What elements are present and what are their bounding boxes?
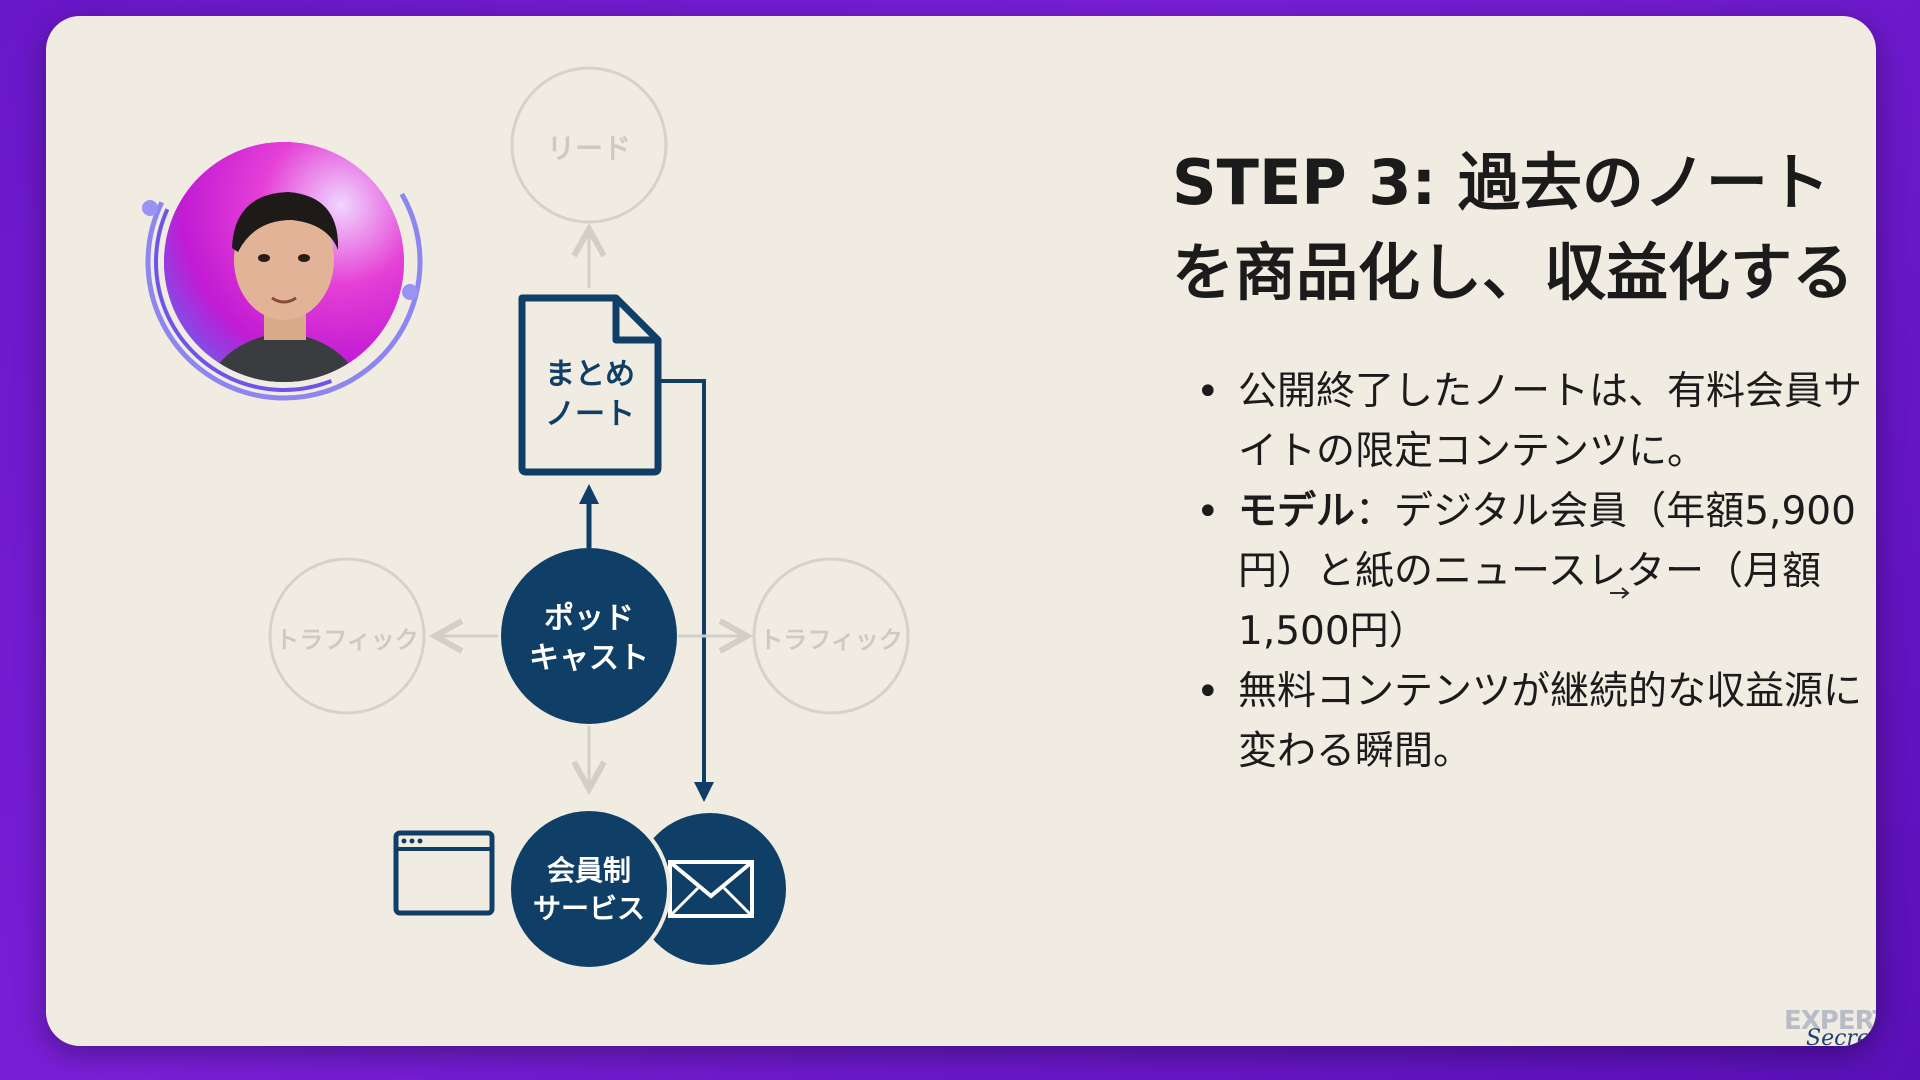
traffic-left-label: トラフィック [275,626,419,654]
logo-line1: EXPERT [1784,1006,1876,1036]
traffic-right-label: トラフィック [759,626,903,654]
slide-card: リード まとめ ノート トラフィック トラフィック ポッド キャスト [46,16,1876,1046]
presenter-webcam [142,120,426,404]
lead-node [510,66,668,224]
bullet-text: 公開終了したノートは、有料会員サイトの限定コンテンツに。 [1238,369,1863,474]
expert-secrets-logo: EXPERT Secrets [1784,1006,1876,1046]
document-icon [518,294,662,476]
podcast-label-line2: キャスト [529,641,649,676]
browser-window-icon [393,830,495,916]
bullet-text: 無料コンテンツが継続的な収益源に変わる瞬間。 [1238,669,1863,774]
logo-line2: Secrets [1806,1026,1876,1046]
slide-title-line1: STEP 3: 過去のノート [1172,146,1830,219]
membership-node [507,807,671,971]
note-label-line1: まとめ [545,357,635,392]
membership-label-line1: 会員制 [547,854,631,887]
webcam-ring [142,123,423,401]
traffic-left-node [268,557,426,715]
bullet-text: ：デジタル会員（年額5,900円）と紙のニュースレター（月額1,500円） [1238,489,1856,654]
bullet-item: 無料コンテンツが継続的な収益源に変わる瞬間。 [1196,662,1876,782]
cursor-arrow-icon [1610,587,1630,599]
slide-title-line2: を商品化し、収益化する [1172,236,1855,309]
podcast-node [501,548,677,724]
bullet-bold-label: モデル [1238,489,1356,534]
podcast-label-line1: ポッド [544,601,634,636]
arrow-note-to-newsletter [658,379,706,786]
bullet-item: モデル：デジタル会員（年額5,900円）と紙のニュースレター（月額1,500円） [1196,482,1876,662]
bullet-item: 公開終了したノートは、有料会員サイトの限定コンテンツに。 [1196,362,1876,482]
bullet-list: 公開終了したノートは、有料会員サイトの限定コンテンツに。 モデル：デジタル会員（… [1196,362,1876,782]
slide-title: STEP 3: 過去のノート を商品化し、収益化する [1172,138,1876,318]
envelope-icon [668,860,754,918]
traffic-right-node [752,557,910,715]
membership-label-line2: サービス [533,892,645,925]
lead-label: リード [547,132,631,165]
flow-diagram: リード まとめ ノート トラフィック トラフィック ポッド キャスト [268,66,910,971]
note-label-line2: ノート [545,397,635,432]
newsletter-node [634,813,786,965]
